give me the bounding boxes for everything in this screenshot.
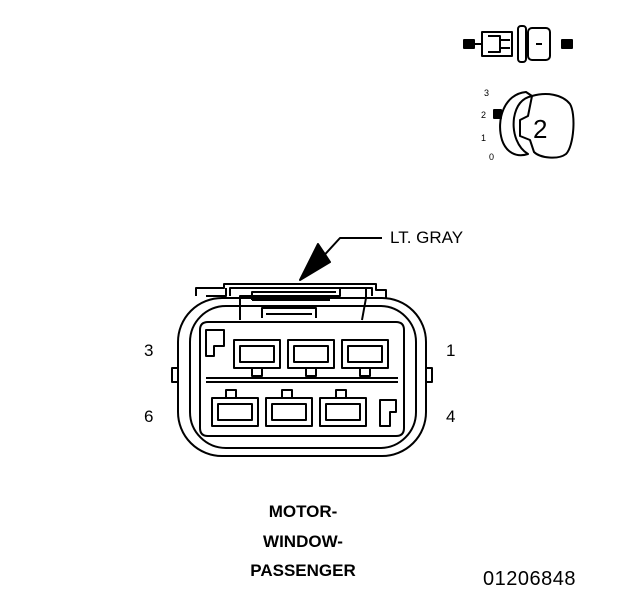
terminal-1 [341, 339, 389, 377]
position-label-0: 0 [489, 152, 495, 162]
position-indicator-icon [493, 91, 575, 159]
component-title-line-3: PASSENGER [250, 561, 356, 580]
cavity-label-top-left: 3 [144, 341, 154, 360]
terminal-row-top [233, 339, 389, 377]
position-label-2: 2 [481, 110, 487, 120]
position-label-1: 1 [481, 133, 487, 143]
terminal-row-bottom [211, 389, 367, 427]
selected-position-glyph: 2 [533, 114, 548, 144]
position-label-3: 3 [484, 88, 490, 98]
terminal-5 [265, 389, 313, 427]
terminal-4 [319, 389, 367, 427]
cavity-label-bottom-left: 6 [144, 407, 154, 426]
component-title-line-2: WINDOW- [263, 532, 343, 551]
wire-color-label: LT. GRAY [390, 228, 464, 247]
figure-id: 01206848 [483, 568, 576, 590]
terminal-2 [287, 339, 335, 377]
cavity-label-top-right: 1 [446, 341, 456, 360]
color-callout-leader [299, 237, 382, 281]
terminal-6 [211, 389, 259, 427]
cavity-label-bottom-right: 4 [446, 407, 456, 426]
component-title-line-1: MOTOR- [268, 502, 338, 521]
terminal-3 [233, 339, 281, 377]
connector-body [171, 283, 433, 457]
mating-connector-icon [463, 25, 573, 63]
